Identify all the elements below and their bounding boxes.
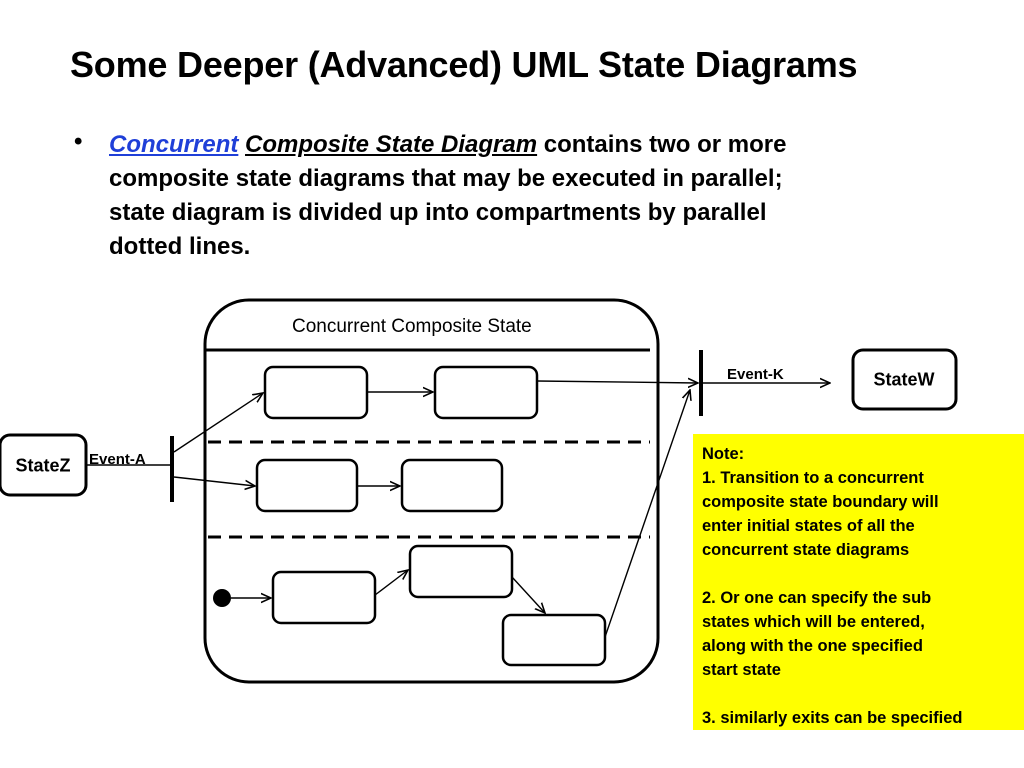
fork-to-region2 — [173, 476, 255, 486]
note-line — [702, 682, 1024, 706]
substate-r2-b — [400, 458, 504, 513]
note-line: 1. Transition to a concurrent — [702, 469, 924, 487]
note-line: start state — [702, 661, 781, 679]
initial-state-dot — [213, 589, 231, 607]
bullet-line4: dotted lines. — [109, 233, 251, 260]
note-line: states which will be entered, — [702, 613, 925, 631]
note-line: 3. similarly exits can be specified — [702, 709, 963, 727]
note-line: 2. Or one can specify the sub — [702, 589, 932, 607]
state-w-label: StateW — [873, 369, 935, 390]
keyword-composite-state-diagram: Composite State Diagram — [245, 131, 538, 158]
transition-r3-b-c — [511, 576, 545, 613]
note-line: along with the one specified — [702, 637, 923, 655]
substate-r2-a — [255, 458, 359, 513]
fork-to-region1 — [173, 393, 263, 453]
slide-title: Some Deeper (Advanced) UML State Diagram… — [70, 44, 858, 85]
note-box: Note: 1. Transition to a concurrent comp… — [693, 434, 1024, 730]
note-line: concurrent state diagrams — [702, 541, 910, 559]
substate-r3-a — [271, 570, 377, 625]
event-k-label: Event-K — [727, 366, 784, 383]
substate-r1-a — [263, 365, 369, 420]
transition-r3-a-b — [374, 570, 408, 596]
note-line — [702, 562, 1024, 586]
event-a-label: Event-A — [89, 451, 146, 468]
bullet-line2: composite state diagrams that may be exe… — [109, 165, 783, 192]
bullet-marker: • — [74, 128, 83, 155]
substate-r3-c — [501, 613, 607, 667]
note-line: composite state boundary will — [702, 493, 939, 511]
bullet-line1-rest: contains two or more — [537, 131, 787, 158]
join-from-region1 — [536, 381, 698, 383]
substate-r1-b — [433, 365, 539, 420]
note-line: enter initial states of all the — [702, 517, 915, 535]
bullet-line3: state diagram is divided up into compart… — [109, 199, 767, 226]
state-z-label: StateZ — [15, 455, 71, 476]
join-from-region3 — [604, 390, 690, 638]
keyword-concurrent: Concurrent — [109, 131, 239, 158]
bullet-text: Concurrent Composite State Diagram conta… — [109, 128, 949, 264]
note-line: Note: — [702, 445, 745, 463]
state-w-box — [851, 348, 958, 411]
composite-state-label: Concurrent Composite State — [292, 316, 532, 337]
substate-r3-b — [408, 544, 514, 599]
